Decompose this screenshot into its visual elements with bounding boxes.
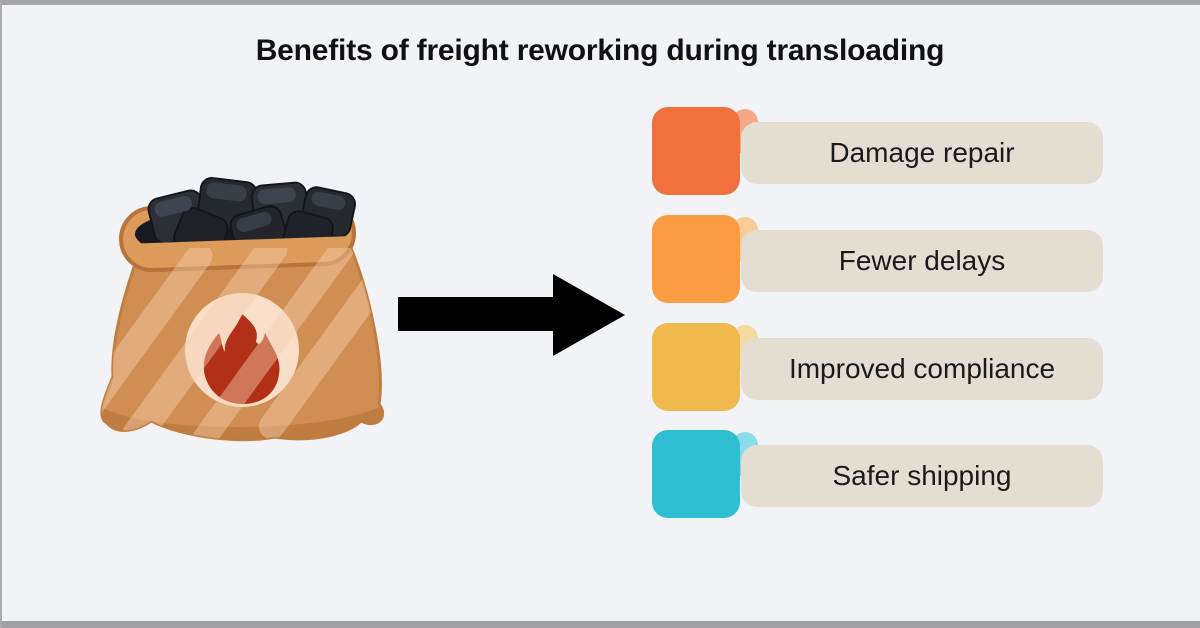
benefit-item: Safer shipping	[652, 430, 1104, 522]
benefit-item: Damage repair	[652, 107, 1104, 199]
benefit-label-bar: Improved compliance	[741, 338, 1103, 400]
benefit-label: Safer shipping	[832, 460, 1012, 491]
frame-border-top	[0, 0, 1200, 5]
benefit-color-square	[652, 430, 740, 518]
bag-highlight-streaks	[101, 248, 383, 440]
right-arrow-shape	[398, 274, 625, 356]
benefit-label: Fewer delays	[838, 245, 1006, 276]
right-arrow	[398, 274, 625, 356]
benefit-color-square	[652, 323, 740, 411]
benefit-label: Improved compliance	[788, 353, 1056, 384]
benefit-item: Fewer delays	[652, 215, 1104, 307]
infographic-title: Benefits of freight reworking during tra…	[255, 34, 945, 67]
frame-border-left	[0, 0, 2, 628]
benefit-label-bar: Safer shipping	[741, 445, 1103, 507]
benefit-label-bar: Fewer delays	[741, 230, 1103, 292]
flame-icon	[203, 314, 280, 404]
benefit-label: Damage repair	[829, 137, 1015, 168]
benefit-color-square	[652, 107, 740, 195]
benefit-item: Improved compliance	[652, 323, 1104, 415]
benefit-label-bar: Damage repair	[741, 122, 1103, 184]
coal-highlights	[154, 182, 346, 233]
coal-bag-illustration	[100, 177, 385, 442]
frame-border-bottom	[0, 621, 1200, 628]
benefit-color-square	[652, 215, 740, 303]
